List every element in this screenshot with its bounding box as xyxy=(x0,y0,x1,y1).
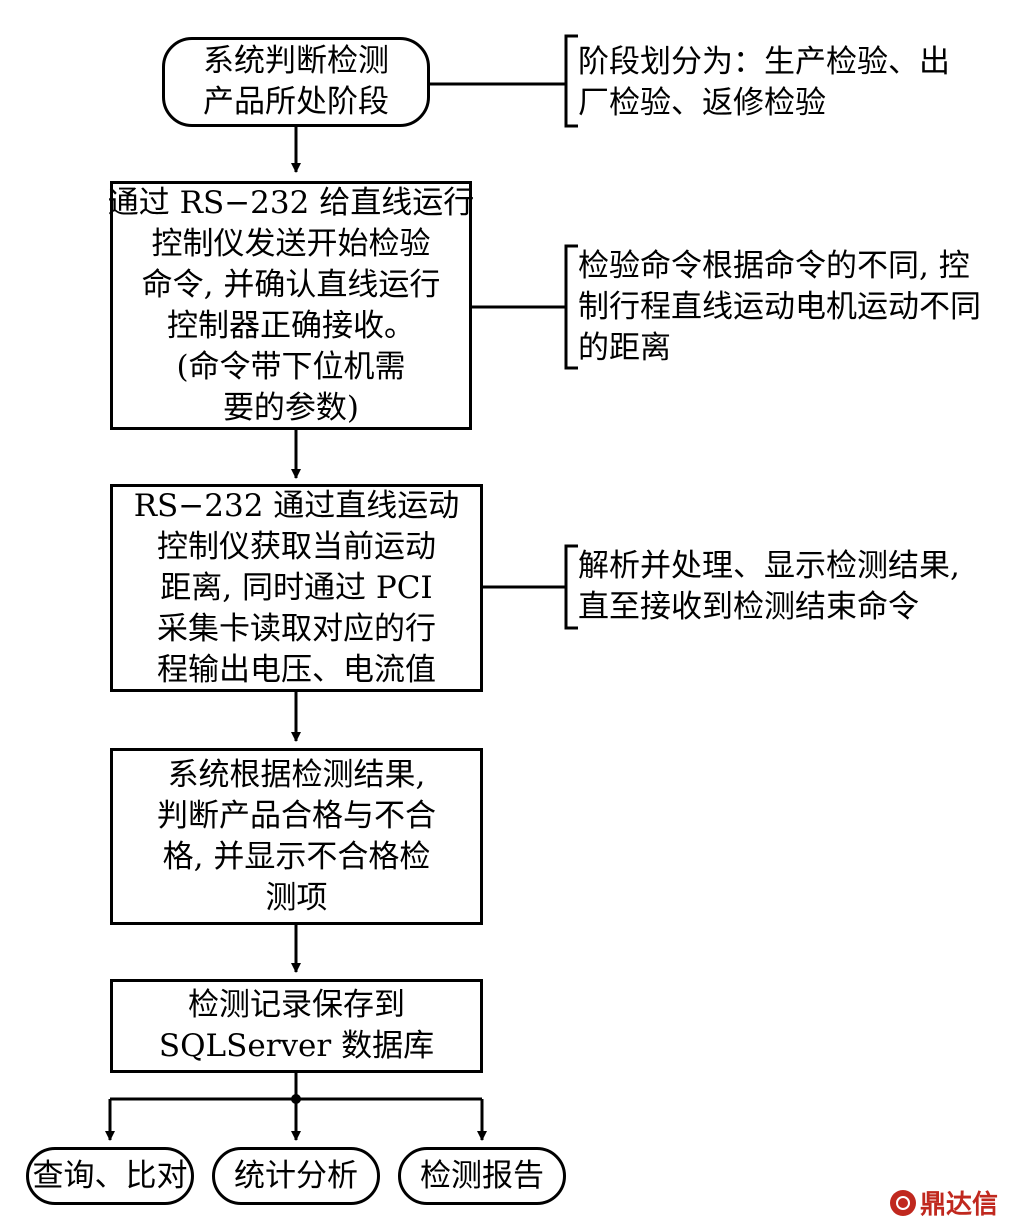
output-statistics: 统计分析 xyxy=(212,1147,380,1205)
start-node-line: 系统判断检测 xyxy=(203,43,389,79)
step4-box: 检测记录保存到 SQLServer 数据库 xyxy=(110,979,483,1073)
step3-box: 系统根据检测结果, 判断产品合格与不合 格, 并显示不合格检 测项 xyxy=(110,748,483,925)
start-node: 系统判断检测 产品所处阶段 xyxy=(162,37,430,127)
note2-bracket xyxy=(564,244,578,370)
step3-line: 测项 xyxy=(265,879,328,916)
output-label: 统计分析 xyxy=(234,1157,358,1194)
step4-line: 检测记录保存到 xyxy=(188,987,405,1023)
step3-line: 判断产品合格与不合 xyxy=(157,797,436,834)
step1-line: 要的参数) xyxy=(222,389,360,426)
watermark-logo-icon xyxy=(889,1189,916,1216)
step2-line: 距离, 同时通过 PCI xyxy=(160,569,433,606)
watermark-text: 鼎达信 xyxy=(919,1190,998,1220)
note-line: 直至接收到检测结束命令 xyxy=(578,589,919,625)
output-query-compare: 查询、比对 xyxy=(26,1147,194,1205)
step4-line: SQLServer 数据库 xyxy=(158,1028,435,1064)
note-line: 厂检验、返修检验 xyxy=(578,85,826,121)
output-report: 检测报告 xyxy=(398,1147,566,1205)
note-line: 检验命令根据命令的不同, 控 xyxy=(578,248,970,284)
step2-box: RS−232 通过直线运动 控制仪获取当前运动 距离, 同时通过 PCI 采集卡… xyxy=(110,484,483,692)
step2-line: RS−232 通过直线运动 xyxy=(133,487,460,524)
step1-box: 通过 RS−232 给直线运行 控制仪发送开始检验 命令, 并确认直线运行 控制… xyxy=(107,181,475,430)
split-junction-dot xyxy=(291,1094,301,1104)
step1-line: 命令, 并确认直线运行 xyxy=(141,266,441,303)
step3-line: 系统根据检测结果, xyxy=(167,756,426,793)
note1-bracket xyxy=(564,34,578,128)
start-node-line: 产品所处阶段 xyxy=(203,84,389,120)
note-line: 阶段划分为：生产检验、出 xyxy=(578,44,950,80)
output-label: 检测报告 xyxy=(420,1157,544,1194)
step2-line: 程输出电压、电流值 xyxy=(157,651,436,688)
step2-line: 控制仪获取当前运动 xyxy=(157,528,436,565)
step3-line: 格, 并显示不合格检 xyxy=(162,838,431,875)
output-label: 查询、比对 xyxy=(32,1157,188,1194)
step1-line: 通过 RS−232 给直线运行 xyxy=(107,184,475,221)
step1-line: 控制器正确接收。 xyxy=(167,307,415,344)
watermark: 鼎达信 xyxy=(889,1184,998,1221)
step2-line: 采集卡读取对应的行 xyxy=(157,610,436,647)
note-command-distance: 检验命令根据命令的不同, 控 制行程直线运动电机运动不同 的距离 xyxy=(578,246,981,369)
note-parse-results: 解析并处理、显示检测结果, 直至接收到检测结束命令 xyxy=(578,546,960,628)
note3-bracket xyxy=(564,544,578,630)
note-line: 解析并处理、显示检测结果, xyxy=(578,548,960,584)
note-line: 的距离 xyxy=(578,330,671,366)
step1-line: 控制仪发送开始检验 xyxy=(151,225,431,262)
step1-line: (命令带下位机需 xyxy=(176,348,406,385)
note-stage-division: 阶段划分为：生产检验、出 厂检验、返修检验 xyxy=(578,42,950,124)
note-line: 制行程直线运动电机运动不同 xyxy=(578,289,981,325)
